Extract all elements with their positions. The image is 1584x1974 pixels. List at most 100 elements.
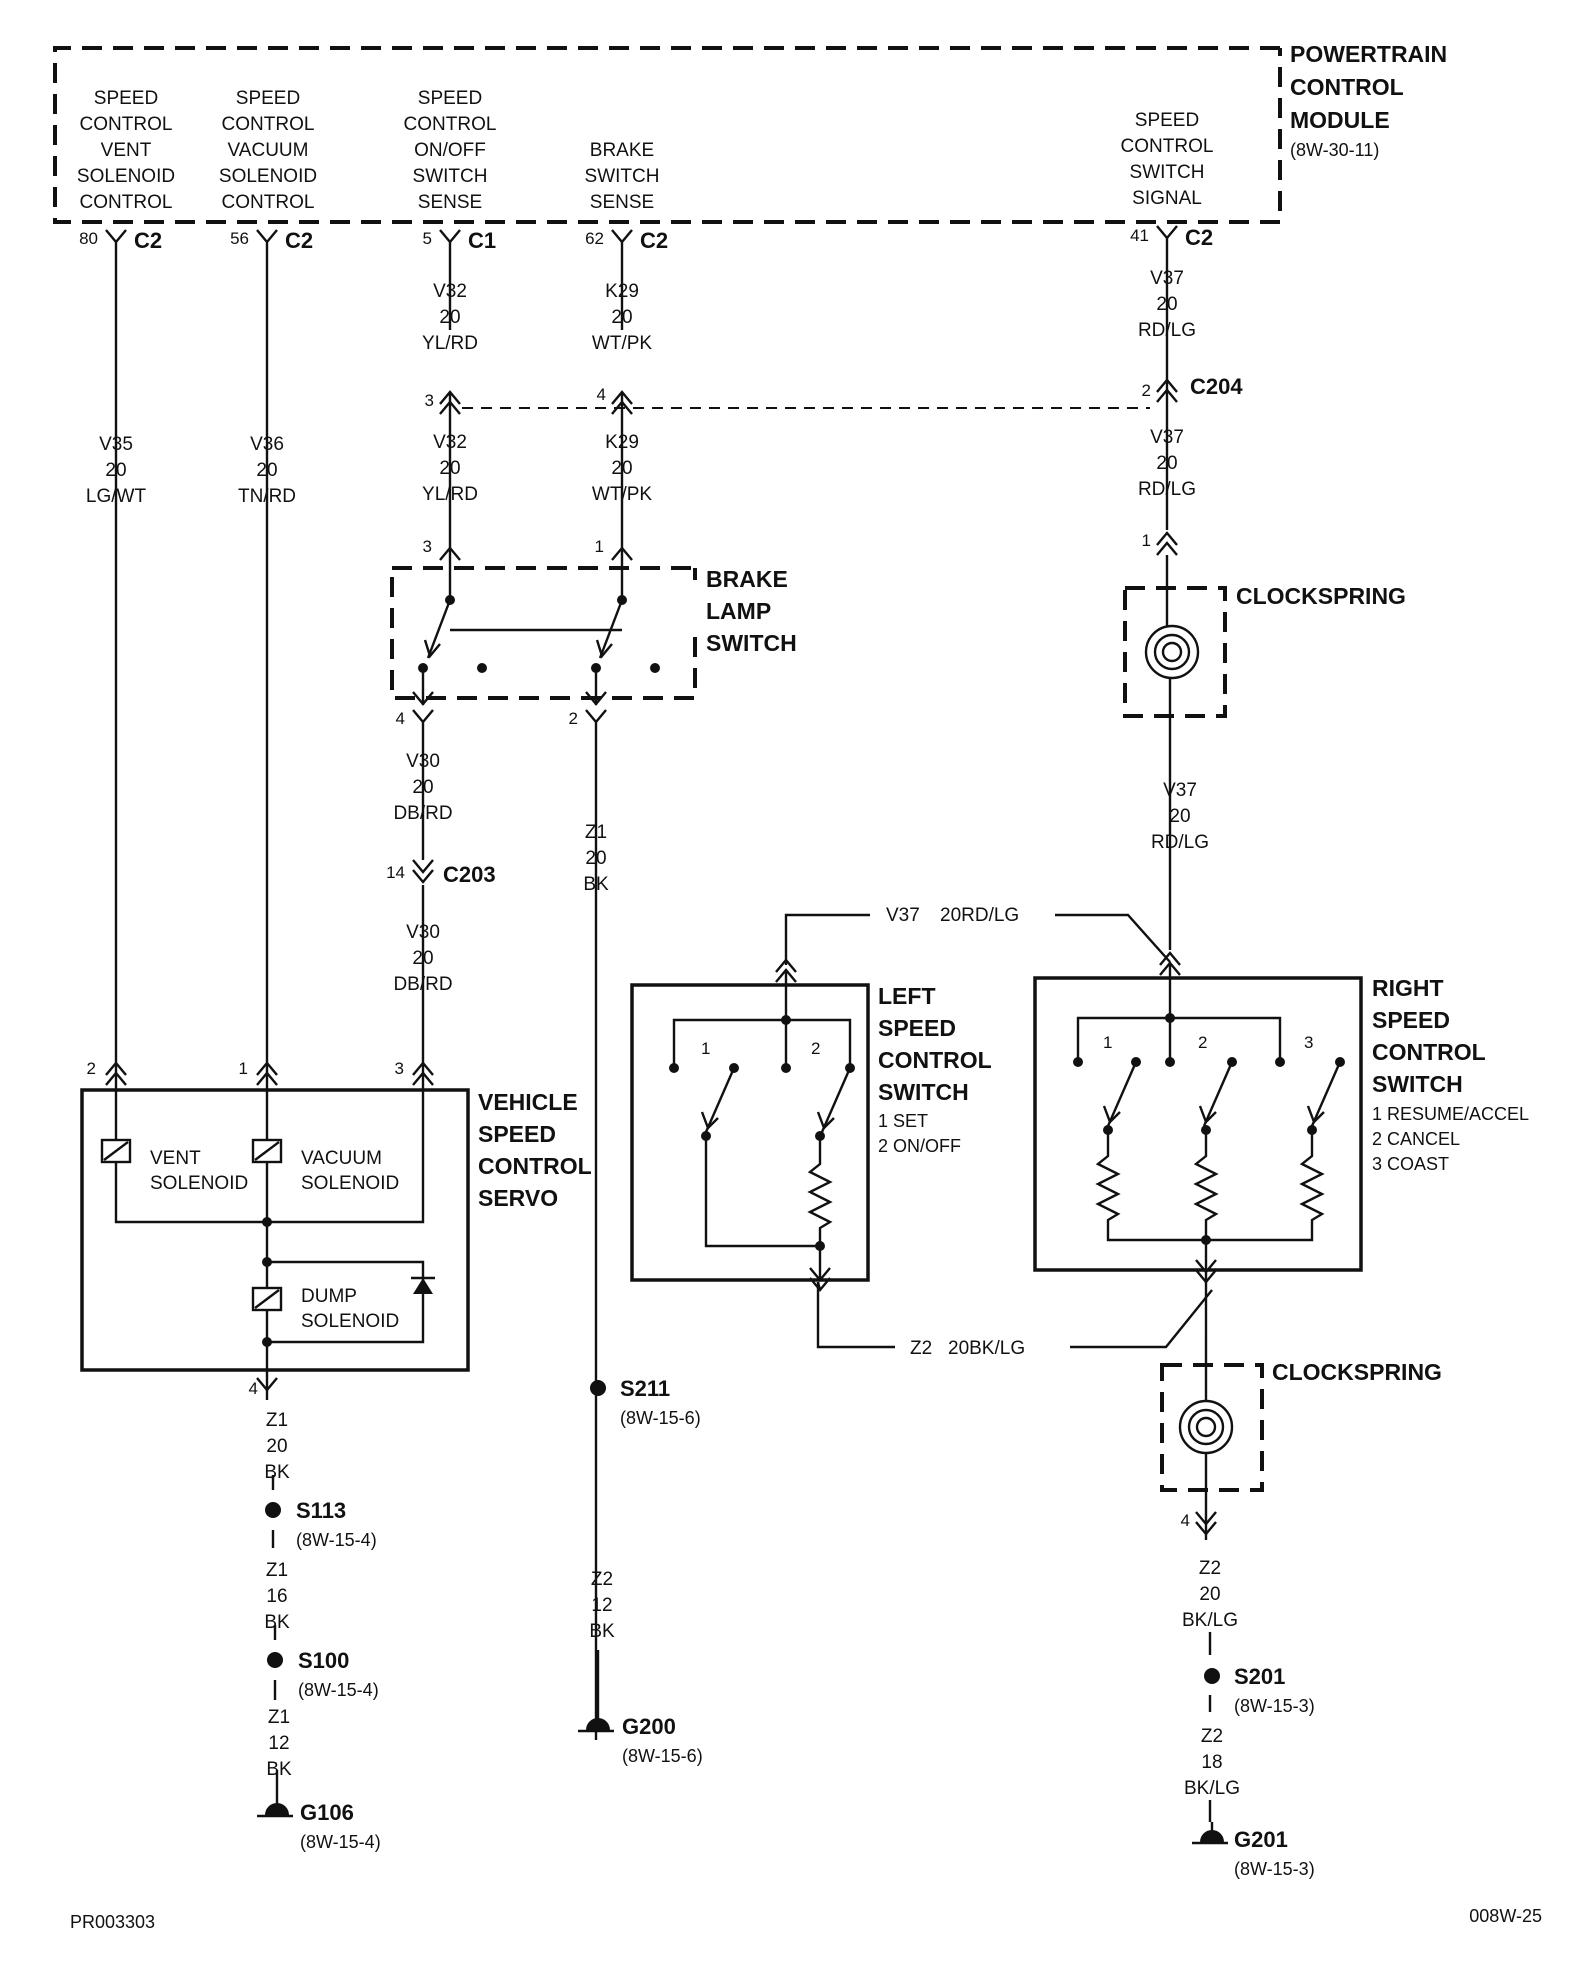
- wire-z2b-gauge: 20: [1199, 1584, 1220, 1605]
- wire-v30: V30 20 DB/RD V30 20 DB/RD 14 C203: [386, 740, 496, 1075]
- right-switch-title-4: SWITCH: [1372, 1071, 1463, 1097]
- wire-z2a-code: Z2: [591, 1569, 613, 1590]
- wire-z2c-color: BK/LG: [1184, 1778, 1240, 1799]
- bus-v37-gauge: 20RD/LG: [940, 905, 1019, 926]
- pcm-pin-56: 56: [230, 229, 249, 248]
- servo-pin-2: 2: [87, 1059, 96, 1078]
- pcm-circuit-3-line-4: SWITCH: [413, 166, 488, 187]
- wire-z2b-color: BK/LG: [1182, 1610, 1238, 1631]
- vehicle-speed-control-servo: 2 1 3 4 VENT SOLENOID VACUUM SOLENOID DU…: [80, 1059, 592, 1398]
- pcm-pin-5: 5: [423, 229, 432, 248]
- vent-solenoid-label-2: SOLENOID: [150, 1173, 248, 1194]
- servo-pin-1: 1: [239, 1059, 248, 1078]
- pcm-circuit-1-line-2: CONTROL: [80, 114, 173, 135]
- pcm-title-3: MODULE: [1290, 107, 1390, 133]
- brake-switch-pin-4: 4: [396, 709, 405, 728]
- brake-switch-title-2: LAMP: [706, 598, 771, 624]
- splice-s201-ref: (8W-15-3): [1234, 1696, 1315, 1716]
- wire-v30b-gauge: 20: [412, 948, 433, 969]
- splice-s211-ref: (8W-15-6): [620, 1408, 701, 1428]
- brake-switch-title-3: SWITCH: [706, 630, 797, 656]
- left-switch-contact-2: 2: [811, 1039, 820, 1058]
- right-switch-legend-1: 1 RESUME/ACCEL: [1372, 1104, 1529, 1124]
- brake-switch-title-1: BRAKE: [706, 566, 788, 592]
- wire-z1c-code: Z1: [266, 1560, 288, 1581]
- right-switch-contact-1: 1: [1103, 1033, 1112, 1052]
- wire-v32a-code: V32: [433, 281, 467, 302]
- wire-k29a-gauge: 20: [611, 307, 632, 328]
- brake-switch-pin-2: 2: [569, 709, 578, 728]
- right-speed-control-switch: 1 2 3 RIGHT SPEED CONTROL SWITCH 1 RESUM…: [1033, 951, 1529, 1284]
- wire-v30a-color: DB/RD: [393, 803, 452, 824]
- bus-z2-code: Z2: [910, 1338, 932, 1359]
- pcm-circuit-2-line-4: SOLENOID: [219, 166, 317, 187]
- wire-v32: V32 20 YL/RD V32 20 YL/RD: [422, 256, 478, 505]
- wire-v32a-color: YL/RD: [422, 333, 478, 354]
- wire-v32a-gauge: 20: [439, 307, 460, 328]
- wire-k29b-color: WT/PK: [592, 484, 652, 505]
- clockspring-bottom-pin: 4: [1181, 1511, 1190, 1530]
- right-switch-title-1: RIGHT: [1372, 975, 1444, 1001]
- left-switch-title-3: CONTROL: [878, 1047, 992, 1073]
- clockspring-top-title: CLOCKSPRING: [1236, 583, 1406, 609]
- wire-v30a-gauge: 20: [412, 777, 433, 798]
- left-switch-title-4: SWITCH: [878, 1079, 969, 1105]
- pcm-circuit-2-line-1: SPEED: [236, 88, 300, 109]
- wire-z2b-code: Z2: [1199, 1558, 1221, 1579]
- pcm-circuit-2-line-2: CONTROL: [222, 114, 315, 135]
- splice-s211-id: S211: [620, 1376, 670, 1401]
- servo-pin-4: 4: [249, 1379, 258, 1398]
- clockspring-top-pin: 1: [1142, 531, 1151, 550]
- wire-z1b-gauge: 20: [266, 1436, 287, 1457]
- brake-switch-pin-3: 3: [423, 537, 432, 556]
- servo-title-2: SPEED: [478, 1121, 556, 1147]
- wire-v37b-code: V37: [1150, 427, 1184, 448]
- vent-solenoid-label-1: VENT: [150, 1148, 201, 1169]
- wire-v37a-code: V37: [1150, 268, 1184, 289]
- left-switch-title-2: SPEED: [878, 1015, 956, 1041]
- wire-v32b-gauge: 20: [439, 458, 460, 479]
- wire-z1a-color: BK: [583, 874, 609, 895]
- pcm-circuit-5-line-4: SIGNAL: [1132, 188, 1202, 209]
- wire-z1a-code: Z1: [585, 822, 607, 843]
- left-switch-legend-2: 2 ON/OFF: [878, 1136, 961, 1156]
- wire-v35-color: LG/WT: [86, 486, 147, 507]
- wire-v37c-code: V37: [1163, 780, 1197, 801]
- pcm-conn-c2-c: C2: [640, 228, 668, 253]
- wire-z1b-color: BK: [264, 1462, 290, 1483]
- left-switch-legend-1: 1 SET: [878, 1111, 928, 1131]
- c204-pin-3: 3: [425, 391, 434, 410]
- wire-v36-gauge: 20: [256, 460, 277, 481]
- splice-s100-id: S100: [298, 1648, 349, 1673]
- servo-title-3: CONTROL: [478, 1153, 592, 1179]
- wire-v37b-color: RD/LG: [1138, 479, 1196, 500]
- pcm-circuit-3-line-2: CONTROL: [404, 114, 497, 135]
- wire-z1a-gauge: 20: [585, 848, 606, 869]
- c203-pin: 14: [386, 863, 405, 882]
- wire-v30b-color: DB/RD: [393, 974, 452, 995]
- splice-s211-dot: [590, 1380, 606, 1396]
- wire-z1d-color: BK: [266, 1759, 292, 1780]
- splice-s113-id: S113: [296, 1498, 346, 1523]
- clockspring-top: 1 CLOCKSPRING V37 20 RD/LG: [1123, 531, 1406, 950]
- pcm-circuit-5-line-3: SWITCH: [1130, 162, 1205, 183]
- wire-v37c-gauge: 20: [1169, 806, 1190, 827]
- right-switch-contact-2: 2: [1198, 1033, 1207, 1052]
- left-switch-title-1: LEFT: [878, 983, 936, 1009]
- pcm-circuit-4-line-1: BRAKE: [590, 140, 654, 161]
- dump-solenoid-label-2: SOLENOID: [301, 1311, 399, 1332]
- wire-v35-code: V35: [99, 434, 133, 455]
- wire-v37c-color: RD/LG: [1151, 832, 1209, 853]
- right-switch-contact-3: 3: [1304, 1033, 1313, 1052]
- wire-k29a-color: WT/PK: [592, 333, 652, 354]
- wire-v32b-color: YL/RD: [422, 484, 478, 505]
- pcm-circuit-1-line-4: SOLENOID: [77, 166, 175, 187]
- pcm-conn-c2-b: C2: [285, 228, 313, 253]
- servo-title-4: SERVO: [478, 1185, 558, 1211]
- pcm-pin-80: 80: [79, 229, 98, 248]
- pcm-circuit-5-line-1: SPEED: [1135, 110, 1199, 131]
- wire-z2c-code: Z2: [1201, 1726, 1223, 1747]
- wire-z1b-code: Z1: [266, 1410, 288, 1431]
- bus-v37-code: V37: [886, 905, 920, 926]
- brake-lamp-switch: 3 1 4 2 BRAKE LAMP SWITCH: [390, 498, 797, 740]
